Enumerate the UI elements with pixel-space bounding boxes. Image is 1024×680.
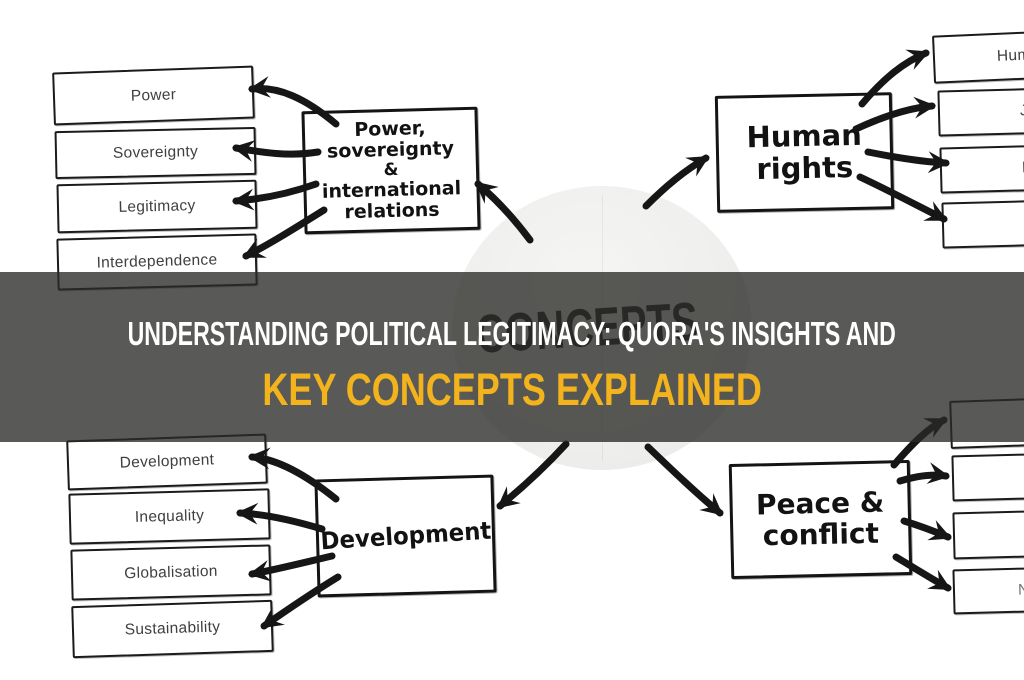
hub-peace-conflict-line1: Peace &	[755, 485, 885, 522]
node-interdependence-label: Interdependence	[96, 251, 218, 272]
node-development: Development	[66, 433, 268, 491]
node-development-label: Development	[119, 451, 215, 472]
node-legitimacy-label: Legitimacy	[118, 196, 196, 216]
hub-peace-conflict-line2: conflict	[762, 516, 880, 552]
node-legitimacy: Legitimacy	[56, 179, 258, 234]
hub-peace-conflict: Peace & conflict	[728, 459, 913, 580]
node-power: Power	[52, 65, 255, 126]
node-sustainability: Sustainability	[71, 599, 274, 659]
node-inequality: Inequality	[68, 488, 271, 545]
title-banner: UNDERSTANDING POLITICAL LEGITIMACY: QUOR…	[0, 272, 1024, 442]
node-power-label: Power	[130, 85, 177, 105]
hub-psir-line5: relations	[344, 198, 440, 223]
stub-human-rights-3: L	[939, 144, 1024, 194]
hub-human-rights-line1: Human	[746, 117, 863, 154]
stub-human-rights-4: E	[941, 199, 1024, 249]
stub-human-rights-1-label: Hum	[996, 46, 1024, 65]
hub-development: Development	[314, 474, 497, 598]
node-globalisation: Globalisation	[70, 544, 272, 601]
title-line-2: KEY CONCEPTS EXPLAINED	[262, 364, 762, 415]
node-globalisation-label: Globalisation	[124, 562, 218, 582]
stub-human-rights-1: Hum	[932, 30, 1024, 84]
node-sovereignty-label: Sovereignty	[112, 143, 199, 162]
title-line-1: UNDERSTANDING POLITICAL LEGITIMACY: QUOR…	[127, 315, 897, 352]
stub-peace-2	[951, 452, 1024, 502]
hub-human-rights-line2: rights	[756, 149, 854, 186]
stub-human-rights-2-label: J	[1019, 102, 1024, 120]
hub-development-label: Development	[319, 516, 492, 556]
stub-peace-3	[952, 509, 1024, 560]
stub-peace-4-label: N	[1017, 580, 1024, 599]
stub-human-rights-2: J	[937, 87, 1024, 137]
node-sovereignty: Sovereignty	[54, 126, 257, 180]
hub-human-rights: Human rights	[714, 92, 895, 213]
hub-psir-line4: international	[321, 177, 462, 203]
node-inequality-label: Inequality	[134, 506, 205, 526]
stub-peace-4: N	[952, 566, 1024, 615]
node-sustainability-label: Sustainability	[124, 618, 221, 639]
hub-power-sovereignty-international-relations: Power, sovereignty & international relat…	[301, 106, 481, 235]
hub-psir-line3: &	[383, 159, 399, 181]
